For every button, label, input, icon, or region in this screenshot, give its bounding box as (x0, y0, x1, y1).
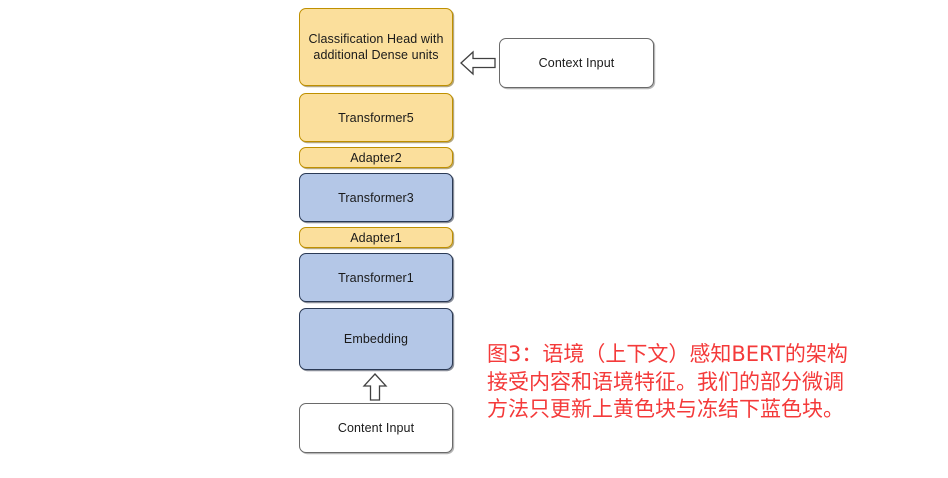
block-label: Transformer1 (338, 270, 414, 285)
block-content-input: Content Input (299, 403, 453, 453)
block-label: Context Input (538, 56, 615, 70)
arrow-up-icon (362, 373, 388, 401)
block-classification-head: Classification Head with additional Dens… (299, 8, 453, 86)
block-label: Adapter2 (350, 150, 402, 165)
arrow-left-icon (460, 50, 496, 76)
block-label: Classification Head with additional Dens… (308, 32, 444, 62)
block-transformer3: Transformer3 (299, 173, 453, 222)
block-embedding: Embedding (299, 308, 453, 370)
block-transformer1: Transformer1 (299, 253, 453, 302)
block-label: Embedding (343, 332, 409, 346)
block-adapter2: Adapter2 (299, 147, 453, 168)
figure-caption: 图3：语境（上下文）感知BERT的架构 接受内容和语境特征。我们的部分微调 方法… (487, 342, 848, 422)
block-context-input: Context Input (499, 38, 654, 88)
block-label: Adapter1 (350, 230, 402, 245)
block-adapter1: Adapter1 (299, 227, 453, 248)
block-label: Transformer3 (338, 190, 414, 205)
block-label: Content Input (337, 421, 415, 435)
block-label: Transformer5 (338, 110, 414, 125)
block-transformer5: Transformer5 (299, 93, 453, 142)
